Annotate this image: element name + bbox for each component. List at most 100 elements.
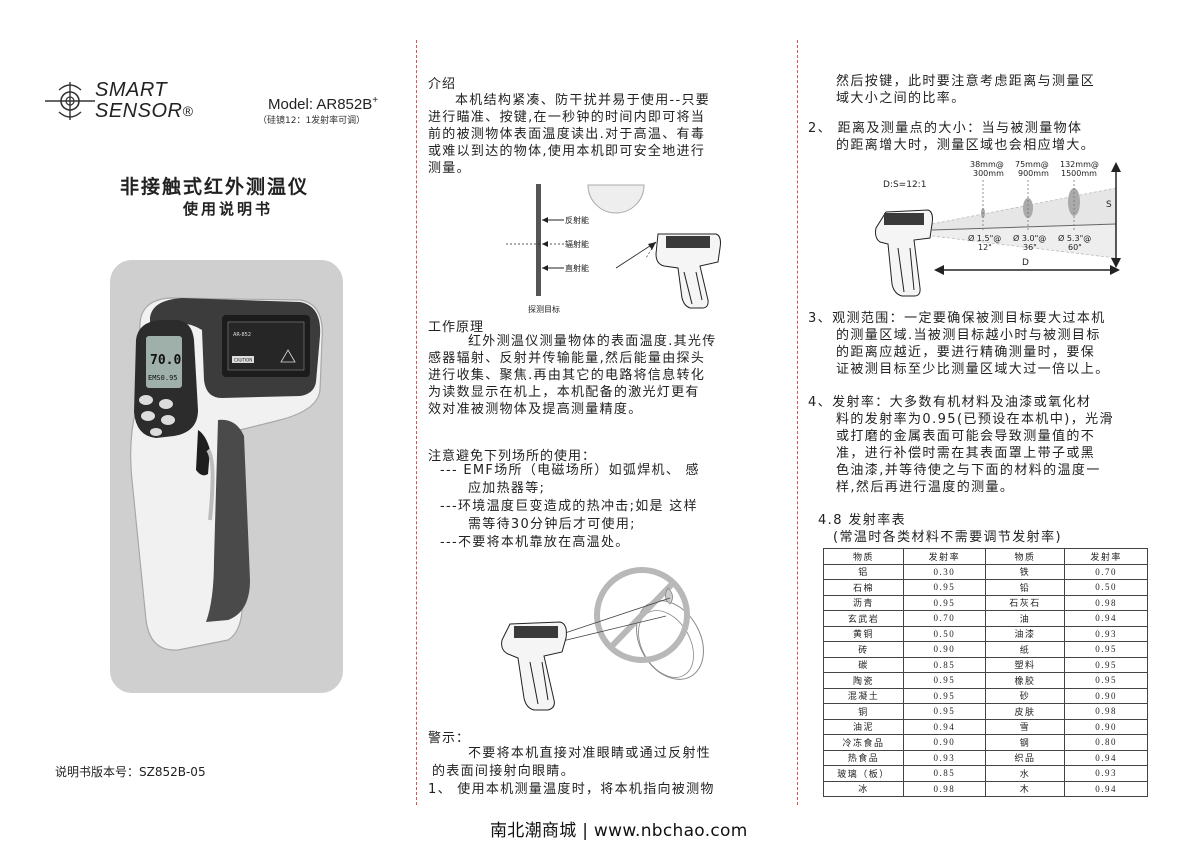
material-cell: 铝 bbox=[823, 563, 904, 580]
point1-distance: 300mm bbox=[973, 169, 1004, 178]
item4-line: 4、发射率：大多数有机材料及油漆或氧化材 bbox=[808, 395, 1092, 410]
emissivity-cell: 0.80 bbox=[1064, 734, 1148, 751]
emissivity-cell: 0.85 bbox=[902, 656, 986, 673]
point3-distance: 1500mm bbox=[1061, 169, 1097, 178]
item4-line: 或打磨的金属表面可能会导致测量值的不 bbox=[836, 429, 1096, 444]
brand-logo: SMART SENSOR® bbox=[45, 78, 205, 128]
warning-line: 的表面间接射向眼睛。 bbox=[432, 764, 576, 779]
emissivity-table-subtitle: (常温时各类材料不需要调节发射率) bbox=[833, 530, 1062, 545]
point2-top: 75mm@900mm bbox=[1015, 160, 1049, 178]
brand-name: SMART SENSOR® bbox=[95, 80, 193, 122]
warning-heading: 警示： bbox=[428, 731, 471, 746]
brand-line1: SMART bbox=[95, 79, 168, 101]
point3-top: 132mm@1500mm bbox=[1060, 160, 1099, 178]
avoid-heading: 注意避免下列场所的使用： bbox=[428, 449, 597, 464]
material-cell: 水 bbox=[984, 765, 1066, 782]
page-title: 非接触式红外测温仪 bbox=[120, 176, 310, 198]
item2-line: 的距离增大时，测量区域也会相应增大。 bbox=[836, 138, 1096, 153]
material-cell: 木 bbox=[984, 780, 1066, 797]
point3-diameter: Ø 5.3"@ bbox=[1058, 234, 1092, 243]
principle-line: 红外测温仪测量物体的表面温度.其光传 bbox=[468, 334, 717, 349]
avoid-item: --- EMF场所（电磁场所）如弧焊机、 感 bbox=[440, 463, 700, 478]
point2-bottom: Ø 3.0"@36" bbox=[1013, 234, 1046, 252]
emissivity-cell: 0.90 bbox=[902, 734, 986, 751]
material-cell: 铅 bbox=[984, 579, 1066, 596]
emissivity-cell: 0.94 bbox=[902, 718, 986, 735]
emissivity-cell: 0.50 bbox=[1064, 579, 1148, 596]
display-emissivity: EMS0.95 bbox=[148, 374, 178, 382]
d-label: D bbox=[1022, 258, 1029, 268]
intro-line: 本机结构紧凑、防干扰并易于使用--只要 bbox=[455, 93, 711, 108]
prohibition-icon bbox=[594, 567, 690, 663]
intro-line: 或难以到达的物体,使用本机即可安全地进行 bbox=[428, 144, 706, 159]
item2-line: 2、 距离及测量点的大小：当与被测量物体 bbox=[808, 121, 1083, 136]
emissivity-cell: 0.85 bbox=[902, 765, 986, 782]
emissivity-cell: 0.95 bbox=[902, 594, 986, 611]
point2-spot: 75mm@ bbox=[1015, 160, 1049, 169]
point1-top: 38mm@300mm bbox=[970, 160, 1004, 178]
header-emissivity: 发射率 bbox=[902, 548, 986, 565]
intro-line: 测量。 bbox=[428, 161, 471, 176]
material-cell: 皮肤 bbox=[984, 703, 1066, 720]
model-note: （硅镜12：1发射率可调） bbox=[258, 116, 366, 126]
brand-line2: SENSOR bbox=[95, 100, 183, 122]
material-cell: 玄武岩 bbox=[823, 610, 904, 627]
material-cell: 混凝土 bbox=[823, 687, 904, 704]
material-cell: 砖 bbox=[823, 641, 904, 658]
item4-line: 色油漆,并等待使之与下面的材料的温度一 bbox=[836, 463, 1101, 478]
material-cell: 铜 bbox=[823, 703, 904, 720]
warning-line: 1、 使用本机测量温度时，将本机指向被测物 bbox=[428, 782, 715, 797]
material-cell: 黄铜 bbox=[823, 625, 904, 642]
item3-range: 3、观测范围：一定要确保被测目标要大过本机 的测量区域.当被测目标越小时与被测目… bbox=[808, 310, 1183, 378]
intro-heading: 介绍 bbox=[428, 77, 457, 92]
crosshair-logo-icon bbox=[45, 82, 95, 120]
avoid-list: --- EMF场所（电磁场所）如弧焊机、 感 应加热器等; ---环境温度巨变造… bbox=[440, 462, 780, 552]
header-emissivity: 发射率 bbox=[1064, 548, 1148, 565]
distance-spot-diagram: D:S=12:1 38mm@300mm 75mm@900mm 132mm@150… bbox=[870, 158, 1140, 308]
emissivity-cell: 0.95 bbox=[902, 703, 986, 720]
display-reading: 70.0 bbox=[150, 353, 181, 368]
point1-diameter: Ø 1.5"@ bbox=[968, 234, 1002, 243]
emissivity-cell: 0.95 bbox=[1064, 672, 1148, 689]
registered-mark: ® bbox=[182, 103, 194, 119]
item3-line: 证被测目标至少比测量区域大过一倍以上。 bbox=[836, 362, 1110, 377]
principle-line: 感器辐射、反射并传输能量,然后能量由探头 bbox=[428, 351, 706, 366]
point1-bottom: Ø 1.5"@12" bbox=[968, 234, 1001, 252]
principle-line: 效对准被测物体及提高测量精度。 bbox=[428, 402, 643, 417]
material-cell: 陶瓷 bbox=[823, 672, 904, 689]
emissivity-cell: 0.94 bbox=[1064, 780, 1148, 797]
material-cell: 铁 bbox=[984, 563, 1066, 580]
emissivity-cell: 0.70 bbox=[1064, 563, 1148, 580]
page-subtitle: 使用说明书 bbox=[183, 200, 274, 218]
material-cell: 石灰石 bbox=[984, 594, 1066, 611]
emissivity-cell: 0.70 bbox=[902, 610, 986, 627]
emissivity-cell: 0.90 bbox=[902, 641, 986, 658]
intro-line: 前的被测物体表面温度读出.对于高温、有毒 bbox=[428, 127, 706, 142]
material-cell: 碳 bbox=[823, 656, 904, 673]
point2-distance: 900mm bbox=[1018, 169, 1049, 178]
caution-label: CAUTION bbox=[234, 358, 252, 363]
item4-line: 准，进行补偿时需在其表面罩上带子或黑 bbox=[836, 446, 1096, 461]
point2-diameter: Ø 3.0"@ bbox=[1013, 234, 1047, 243]
item4-line: 样,然后再进行温度的测量。 bbox=[836, 480, 1015, 495]
item3-line: 的测量区域.当被测目标越小时与被测目标 bbox=[836, 328, 1101, 343]
item2-distance: 2、 距离及测量点的大小：当与被测量物体 的距离增大时，测量区域也会相应增大。 bbox=[808, 120, 1178, 154]
product-photo: AR-852 CAUTION 70.0 EMS0.95 bbox=[110, 260, 343, 693]
column-divider-left bbox=[416, 40, 417, 805]
target-label: 探测目标 bbox=[528, 305, 560, 314]
principle-line: 为读数显示在机上，本机配备的激光灯更有 bbox=[428, 385, 700, 400]
intro-line: 进行瞄准、按键,在一秒钟的时间内即可将当 bbox=[428, 110, 706, 125]
material-cell: 沥青 bbox=[823, 594, 904, 611]
thermometer-gun-image: AR-852 CAUTION 70.0 EMS0.95 bbox=[130, 297, 323, 651]
material-cell: 玻璃（板） bbox=[823, 765, 904, 782]
emissivity-cell: 0.50 bbox=[902, 625, 986, 642]
emissivity-table-title: 4.8 发射率表 bbox=[818, 513, 907, 528]
footer-watermark: 南北潮商城 | www.nbchao.com bbox=[490, 821, 748, 841]
